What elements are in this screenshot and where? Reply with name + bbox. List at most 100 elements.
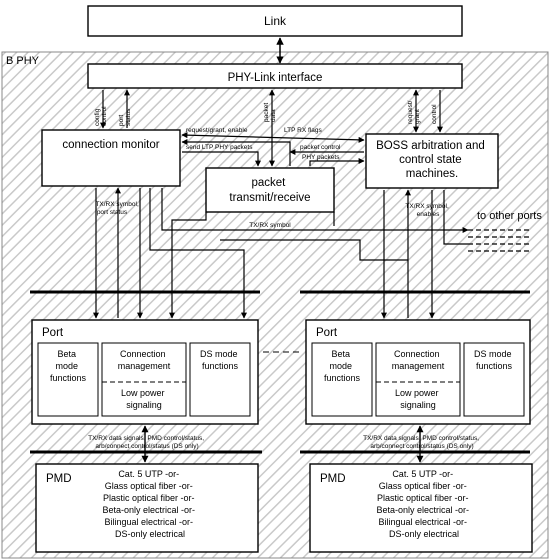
- right-pmd-signals-label: TX/RX data signals, PMD control/status, …: [363, 435, 481, 450]
- port-status-label: port status: [118, 108, 132, 126]
- boss-box: [365, 133, 499, 189]
- conn-mgmt-line: Connection: [394, 349, 440, 359]
- left-low-power-label: Low power signaling: [121, 388, 167, 410]
- right-low-power-label: Low power signaling: [395, 388, 441, 410]
- left-port-links: [93, 187, 469, 319]
- txrx-port-status-line: TX/RX symbol,: [95, 201, 139, 208]
- to-other-ports-label: to other ports: [477, 210, 542, 222]
- request-grant-enable-arrow: [181, 132, 365, 143]
- config-control-label: config control: [94, 106, 108, 126]
- cm-to-ports-bus: [161, 188, 469, 233]
- link-box: [87, 5, 463, 37]
- txrx-symbol-label: TX/RX symbol: [249, 222, 291, 229]
- phy-link-interface-box: [87, 63, 463, 89]
- ds-line: functions: [202, 361, 239, 371]
- ltp-rx-flags-arrow: [181, 139, 291, 166]
- cm-to-port-line-4: [149, 188, 247, 319]
- config-control-line: control: [101, 106, 108, 126]
- request-grant-line: request/: [407, 100, 414, 124]
- left-beta-label: Beta mode functions: [50, 349, 87, 383]
- beta-line: mode: [329, 361, 352, 371]
- pmd-signals-line: arb/connect control/status (DS only): [95, 443, 198, 450]
- txrx-symbol-enables-label: TX/RX symbol, enables: [405, 203, 450, 218]
- beta-line: mode: [55, 361, 78, 371]
- pmd-signals-line: TX/RX data signals, PMD control/status,: [363, 435, 479, 442]
- conn-mgmt-line: management: [392, 361, 445, 371]
- left-ds-label: DS mode functions: [200, 349, 240, 371]
- right-ds-label: DS mode functions: [474, 349, 514, 371]
- left-pmd-signals-label: TX/RX data signals, PMD control/status, …: [88, 435, 206, 450]
- pmd-media-line: DS-only electrical: [389, 529, 459, 539]
- left-pmd-box: [35, 463, 259, 553]
- left-ds-box: [189, 342, 251, 417]
- port-status-line: port: [118, 115, 125, 126]
- right-conn-mgmt-box: [375, 342, 461, 417]
- phy-region-label: B PHY: [6, 55, 40, 67]
- beta-line: functions: [50, 373, 87, 383]
- request-grant-line: grant: [414, 109, 421, 124]
- left-beta-box: [37, 342, 99, 417]
- connection-monitor-label: connection monitor: [62, 139, 159, 151]
- connection-monitor-box: [41, 129, 181, 187]
- send-ltp-arrow: [182, 151, 261, 167]
- phy-link-interface-label: PHY-Link interface: [228, 72, 323, 84]
- left-pmd-title: PMD: [46, 473, 72, 485]
- low-power-line: signaling: [126, 400, 162, 410]
- port-status-line: status: [125, 108, 132, 126]
- beta-line: functions: [324, 373, 361, 383]
- right-port-links: [220, 189, 468, 319]
- link-label: Link: [264, 14, 287, 28]
- pmd-media-line: Glass optical fiber -or-: [105, 481, 193, 491]
- packet-tr-box: [205, 167, 335, 213]
- phy-packets-arrow: [309, 158, 365, 166]
- low-power-line: Low power: [121, 388, 165, 398]
- pmd-media-line: Bilingual electrical -or-: [378, 517, 467, 527]
- right-beta-label: Beta mode functions: [324, 349, 361, 383]
- pmd-media-line: Cat. 5 UTP -or-: [118, 469, 179, 479]
- pmd-media-line: Glass optical fiber -or-: [379, 481, 467, 491]
- right-pmd-box: [309, 463, 533, 553]
- left-to-right-cross: [220, 239, 408, 261]
- packet-data-label: packet data: [263, 101, 277, 122]
- low-power-line: signaling: [400, 400, 436, 410]
- boss-to-other-ports: [443, 190, 468, 245]
- config-control-line: config: [94, 108, 101, 126]
- ds-line: DS mode: [474, 349, 512, 359]
- request-grant-label: request/ grant: [407, 99, 421, 124]
- txrx-symbol-port-status-label: TX/RX symbol, port status: [95, 201, 140, 216]
- pmd-media-line: Cat. 5 UTP -or-: [392, 469, 453, 479]
- txrx-enables-line: enables: [417, 211, 441, 218]
- packet-to-left-port: [169, 212, 207, 319]
- ds-line: functions: [476, 361, 513, 371]
- phy-packets-label: PHY packets: [302, 154, 340, 161]
- pmd-media-line: Plastic optical fiber -or-: [377, 493, 469, 503]
- right-beta-box: [311, 342, 373, 417]
- packet-tr-line: transmit/receive: [229, 192, 310, 204]
- pmd-media-line: Beta-only electrical -or-: [376, 505, 469, 515]
- boss-control-label: control: [431, 104, 438, 124]
- left-port-title: Port: [42, 327, 64, 339]
- packet-tr-line: packet: [251, 177, 286, 189]
- beta-line: Beta: [331, 349, 350, 359]
- conn-mgmt-line: management: [118, 361, 171, 371]
- left-pmd-media: Cat. 5 UTP -or- Glass optical fiber -or-…: [102, 469, 197, 539]
- beta-line: Beta: [57, 349, 76, 359]
- txrx-port-status-line: port status: [97, 209, 128, 216]
- right-port-title: Port: [316, 327, 338, 339]
- boss-line: machines.: [406, 168, 458, 180]
- pmd-media-line: Plastic optical fiber -or-: [103, 493, 195, 503]
- pmd-signals-line: arb/connect control/status (DS only): [370, 443, 473, 450]
- left-conn-mgmt-label: Connection management: [118, 349, 171, 371]
- packet-data-line: data: [270, 109, 277, 122]
- conn-mgmt-line: Connection: [120, 349, 166, 359]
- txrx-enables-line: TX/RX symbol,: [405, 203, 449, 210]
- pmd-signals-line: TX/RX data signals, PMD control/status,: [88, 435, 204, 442]
- ltp-rx-flags-label: LTP RX flags: [284, 127, 322, 134]
- boss-line: BOSS arbitration and: [376, 140, 485, 152]
- right-conn-mgmt-label: Connection management: [392, 349, 445, 371]
- packet-data-line: packet: [263, 103, 270, 122]
- boss-line: control state: [399, 154, 462, 166]
- pmd-media-line: Beta-only electrical -or-: [102, 505, 195, 515]
- right-ds-box: [463, 342, 525, 417]
